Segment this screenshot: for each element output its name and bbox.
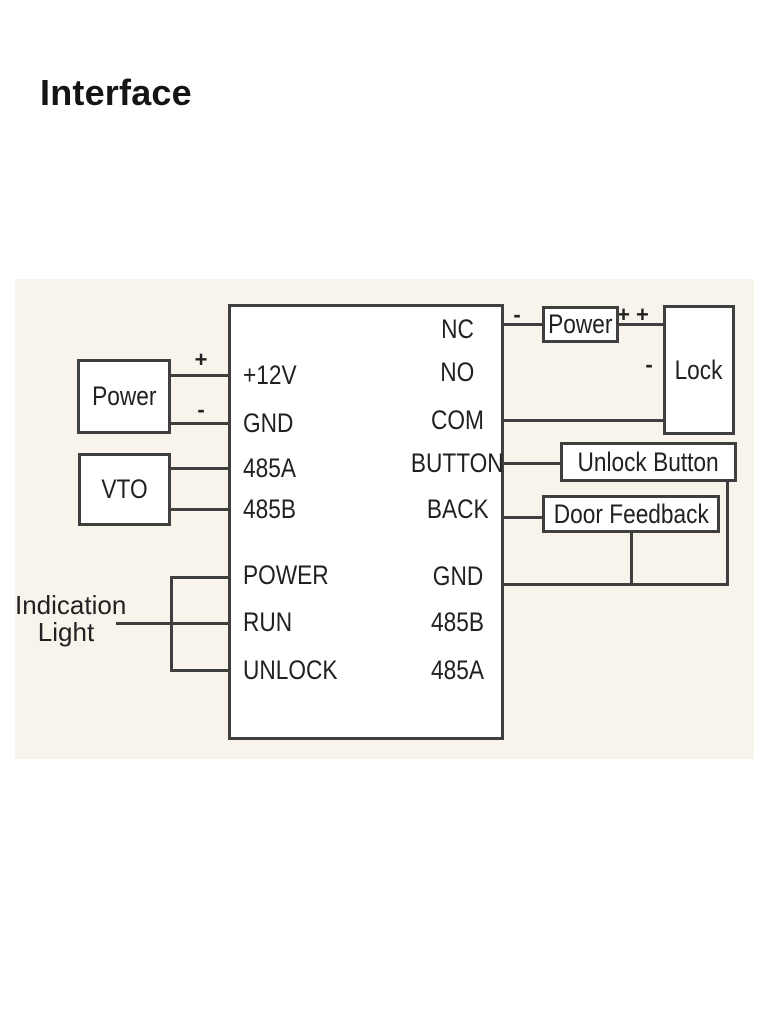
pin-com: COM [431,405,484,435]
wire-gnd-return [504,583,729,586]
wire-power-minus-gnd [171,422,228,425]
wire-nc-power [504,323,542,326]
pin-gnd-right: GND [432,561,483,591]
lock-box: Lock [663,305,735,435]
controller-box [228,304,504,740]
wire-indication-bracket [170,576,173,672]
pin-nc: NC [441,314,474,344]
pin-run-led: RUN [243,607,293,637]
unlock-button-label: Unlock Button [577,446,720,477]
power-supply-right-box: Power [542,306,619,343]
door-feedback-label: Door Feedback [553,498,709,529]
wire-doorfeedback-down [630,533,633,586]
pin-unlock-led: UNLOCK [243,655,338,685]
unlock-button-box: Unlock Button [560,442,737,482]
wire-indication-power [171,576,228,579]
pin-485a-right: 485A [431,655,484,685]
pin-power-led: POWER [243,560,329,590]
plus-sign-left-power: + [194,347,208,372]
wire-button-unlockbutton [504,462,560,465]
pin-485b-right: 485B [431,607,484,637]
minus-sign-lock: - [645,352,653,377]
minus-sign-nc: - [513,302,521,327]
vto-label: VTO [101,474,148,504]
pin-12v: +12V [243,360,297,390]
page-title: Interface [40,72,192,113]
wire-indication-unlock [171,669,228,672]
wire-power-lock [619,323,663,326]
wire-power-plus-12v [171,374,228,377]
pin-485a-left: 485A [243,453,296,483]
minus-sign-left-power: - [197,397,205,422]
wire-unlockbutton-down [726,481,729,586]
pin-485b-left: 485B [243,494,296,524]
lock-label: Lock [675,354,723,385]
door-feedback-box: Door Feedback [542,495,720,533]
vto-box: VTO [78,453,171,526]
pin-button: BUTTON [411,448,504,478]
wire-com-lock [504,419,663,422]
pin-no: NO [440,357,475,387]
wire-back-doorfeedback [504,516,542,519]
plus-signs-power-lock: + + [617,302,649,327]
wiring-diagram-panel: + - - + + - Power VTO Power Lock Unlock … [15,279,754,759]
wire-vto-485a [171,467,228,470]
pin-gnd-left: GND [243,408,294,438]
indication-light-line1: Indication [15,590,127,620]
power-supply-left-label: Power [91,381,157,411]
wire-vto-485b [171,508,228,511]
power-supply-right-label: Power [548,309,613,339]
power-supply-left-box: Power [77,359,171,434]
indication-light-line2: Light [37,617,95,647]
indication-light-label: Indication Light [15,590,127,647]
pin-back: BACK [426,494,489,524]
